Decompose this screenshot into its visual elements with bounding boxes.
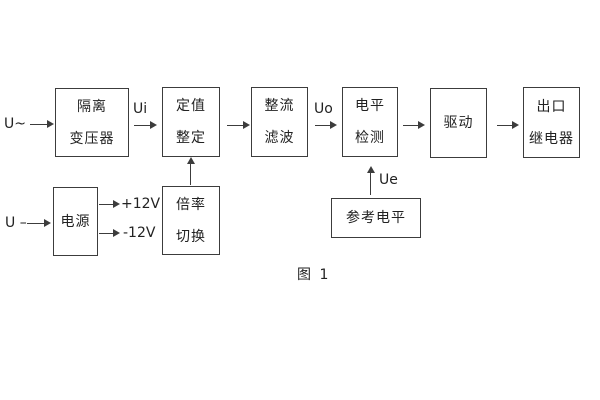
ue-signal-label: Ue [379, 172, 398, 188]
block-label: 检测 [355, 130, 385, 146]
dc-input-label: U – [5, 215, 27, 231]
block-label: 变压器 [69, 130, 115, 147]
setting-to-rectifier-arrow-line [227, 125, 243, 126]
block-label: 隔离 [77, 98, 107, 115]
ui-arrow-line [134, 125, 150, 126]
block-label: 整流 [264, 98, 295, 114]
block-label: 滤波 [264, 130, 295, 146]
pos-rail-arrow-line [99, 204, 113, 205]
neg-rail-arrow-line [99, 233, 113, 234]
block-setting-adjust: 定值 整定 [162, 87, 220, 157]
block-label: 继电器 [529, 130, 574, 147]
block-label: 电源 [60, 213, 91, 230]
ui-arrowhead-icon [150, 121, 157, 129]
ue-arrowhead-icon [367, 166, 375, 173]
pos-rail-arrowhead-icon [113, 200, 120, 208]
block-label: 定值 [176, 98, 206, 114]
block-isolation-transformer: 隔离 变压器 [55, 88, 129, 157]
neg-rail-arrowhead-icon [113, 229, 120, 237]
ac-input-arrow-line [30, 124, 47, 125]
uo-arrow-line [315, 125, 330, 126]
dc-input-arrow-line [27, 223, 44, 224]
neg-12v-label: -12V [123, 225, 156, 241]
uo-signal-label: Uo [314, 101, 333, 117]
block-label: 倍率 [176, 196, 206, 213]
level-to-driver-arrow-line [403, 125, 418, 126]
block-level-detect: 电平 检测 [342, 87, 398, 157]
pos-12v-label: +12V [121, 196, 161, 212]
block-label: 出口 [536, 98, 567, 115]
ui-signal-label: Ui [133, 101, 148, 117]
driver-to-relay-arrow-line [497, 125, 512, 126]
block-ratio-switch: 倍率 切换 [162, 186, 220, 255]
block-label: 驱动 [443, 115, 474, 131]
block-label: 整定 [176, 130, 206, 146]
block-label: 电平 [355, 98, 385, 114]
block-rectifier-filter: 整流 滤波 [251, 87, 308, 157]
uo-arrowhead-icon [330, 121, 337, 129]
block-output-relay: 出口 继电器 [523, 87, 580, 158]
ac-input-arrowhead-icon [47, 120, 54, 128]
block-label: 切换 [176, 228, 206, 245]
ac-input-label: U~ [4, 116, 26, 132]
block-driver: 驱动 [430, 88, 487, 158]
figure-caption: 图 1 [297, 267, 331, 283]
block-power-supply: 电源 [53, 187, 98, 256]
ratio-to-setting-arrowhead-icon [187, 157, 195, 164]
ue-arrow-line [370, 173, 371, 195]
level-to-driver-arrowhead-icon [418, 121, 425, 129]
driver-to-relay-arrowhead-icon [512, 121, 519, 129]
dc-input-arrowhead-icon [44, 219, 51, 227]
block-reference-level: 参考电平 [331, 198, 421, 238]
block-label: 参考电平 [346, 210, 406, 226]
ratio-to-setting-arrow-line [190, 164, 191, 185]
setting-to-rectifier-arrowhead-icon [243, 121, 250, 129]
